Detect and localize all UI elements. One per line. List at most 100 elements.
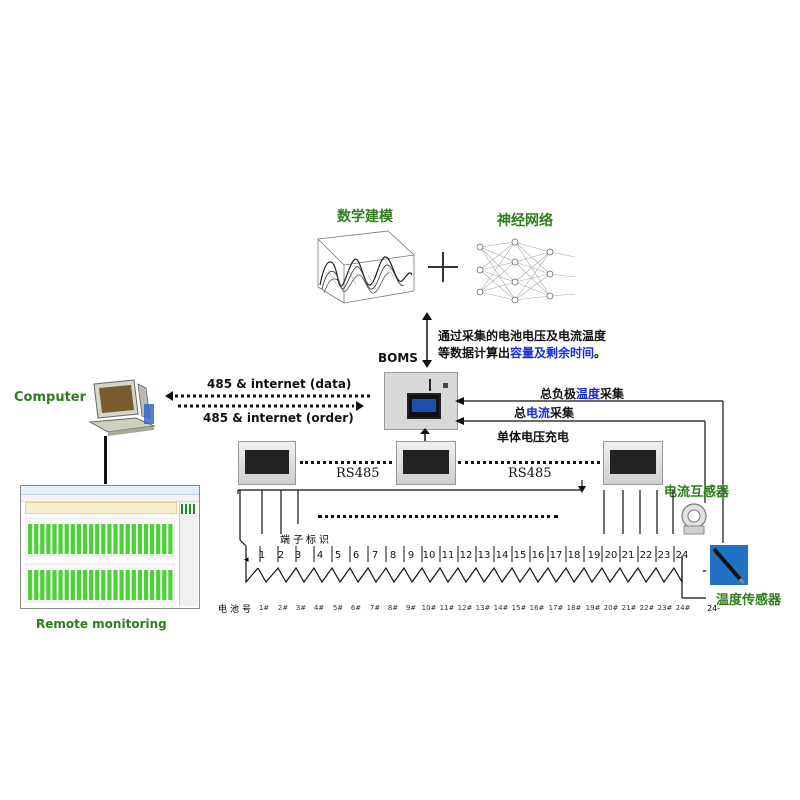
rs485-unit-left	[238, 441, 296, 485]
cell-number: 12#	[457, 604, 473, 612]
terminal-number: 8	[389, 550, 397, 561]
cell-bar	[113, 524, 118, 554]
neg-temp-label: 总负极温度采集	[540, 385, 624, 402]
cell-bar	[101, 524, 106, 554]
cell-bar	[82, 570, 88, 600]
double-arrow-vertical	[422, 312, 432, 368]
rs485-link-left	[300, 461, 392, 464]
current-highlight: 电流	[526, 406, 551, 420]
computer-icon	[88, 379, 156, 436]
cell-number: 6#	[350, 604, 362, 612]
link-order-arrow	[178, 401, 364, 411]
cell-number: 10#	[421, 604, 437, 612]
description-line-2-prefix: 等数据计算出	[438, 346, 511, 360]
cell-bar	[119, 524, 124, 554]
terminal-number: 12	[459, 550, 473, 561]
cell-number: 14#	[493, 604, 509, 612]
cell-bar	[46, 524, 51, 554]
screen-toolbar	[21, 495, 199, 502]
neg-temp-prefix: 总负极	[540, 387, 577, 401]
link-order-label: 485 & internet (order)	[203, 411, 354, 425]
unit-face	[403, 450, 449, 474]
terminal-number: 19	[587, 550, 601, 561]
cell-number: 22#	[639, 604, 655, 612]
cell-bar	[58, 524, 63, 554]
description-line-2: 等数据计算出容量及剩余时间。	[438, 345, 606, 362]
cell-number: 17#	[548, 604, 564, 612]
terminal-number: 7	[371, 550, 379, 561]
terminal-number: 17	[549, 550, 563, 561]
cell-number: 2#	[277, 604, 289, 612]
cell-number: 24#	[675, 604, 691, 612]
sensor-probe	[712, 547, 746, 585]
battery-wiring	[239, 490, 706, 599]
boms-device	[384, 372, 458, 430]
cell-bar	[150, 570, 155, 600]
cell-bar	[125, 524, 130, 554]
boms-screen-display	[412, 399, 436, 412]
cell-bar	[95, 524, 100, 554]
terminal-number: 20	[604, 550, 618, 561]
terminal-number: 4	[316, 550, 324, 561]
terminal-number: 16	[531, 550, 545, 561]
description-line-2-suffix: 。	[594, 346, 607, 360]
cell-bar	[107, 524, 112, 554]
feedback-lines	[455, 397, 724, 543]
minus-sign: -	[702, 563, 708, 579]
cell-voltage-label: 单体电压充电	[497, 430, 570, 444]
rs485-link-right	[458, 461, 600, 464]
cell-bar	[119, 570, 124, 600]
cell-bar	[168, 570, 173, 600]
boms-screen	[407, 393, 441, 419]
cell-bar	[107, 570, 112, 600]
terminal-left-arrow: ◂	[244, 555, 249, 565]
cell-bar	[64, 524, 69, 554]
cell-bar	[131, 524, 136, 554]
neg-temp-highlight: 温度	[576, 387, 601, 401]
cell-bar	[40, 524, 45, 554]
rs485-left-label: RS485	[336, 466, 380, 481]
terminal-number: 23	[657, 550, 671, 561]
terminal-number: 3	[294, 550, 302, 561]
rs485-right-label: RS485	[508, 466, 552, 481]
cell-number: 11#	[439, 604, 455, 612]
cell-bar	[162, 524, 167, 554]
boms-label: BOMS	[378, 351, 418, 365]
screen-side-panel	[179, 502, 198, 606]
current-transformer-icon	[681, 503, 707, 535]
terminal-number: 22	[639, 550, 653, 561]
terminal-number: 2	[277, 550, 285, 561]
cell-bar	[162, 570, 167, 600]
bus-line	[237, 480, 586, 494]
screen-info-row	[25, 502, 177, 514]
terminal-group-gap	[318, 515, 558, 518]
terminal-number: 11	[441, 550, 455, 561]
cell-bar	[113, 570, 118, 600]
link-data-label: 485 & internet (data)	[207, 377, 352, 391]
rs485-unit-right	[603, 441, 663, 485]
screen-status-dots	[181, 504, 195, 514]
boms-status-led	[443, 383, 448, 388]
cell-bar	[70, 570, 75, 600]
cell-number: 18#	[566, 604, 582, 612]
cell-bar	[89, 524, 94, 554]
cell-bar	[156, 570, 161, 600]
terminal-number: 5	[334, 550, 342, 561]
cell-bar	[76, 524, 81, 554]
cell-bar	[156, 524, 161, 554]
terminal-mark-label: 端子标识	[280, 535, 332, 546]
cell-number: 5#	[332, 604, 344, 612]
temperature-sensor-label: 温度传感器	[716, 593, 782, 608]
terminal-number: 10	[422, 550, 436, 561]
last-cell-label: 24-	[707, 604, 721, 613]
cell-bar	[95, 570, 100, 600]
cell-bar	[34, 524, 39, 554]
cell-bar	[125, 570, 130, 600]
cell-bar	[168, 524, 173, 554]
cell-bar	[52, 570, 57, 600]
cell-bar	[143, 570, 149, 600]
description-highlight: 容量及剩余时间	[510, 346, 595, 360]
terminal-number: 21	[621, 550, 635, 561]
terminal-number: 9	[407, 550, 415, 561]
remote-monitoring-screen	[20, 485, 200, 609]
